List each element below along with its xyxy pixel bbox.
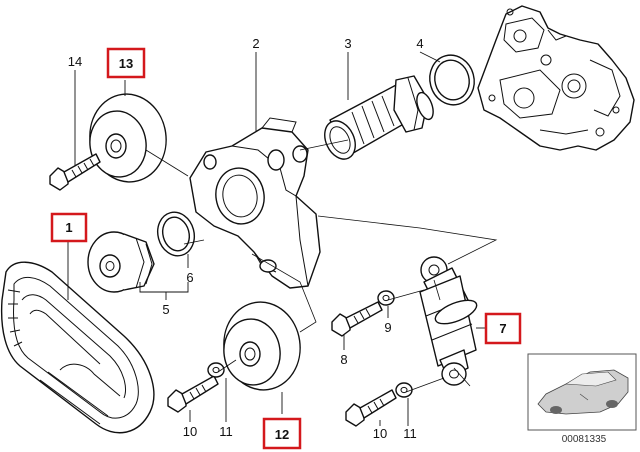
vehicle-thumbnail: 00081335 (527, 353, 637, 445)
part-13-pulley (89, 93, 167, 183)
label-10-right: 10 (373, 426, 387, 441)
assembly-lines (145, 139, 498, 393)
highlight-box-7 (484, 312, 522, 345)
label-6: 6 (186, 270, 193, 285)
part-7-tensioner (419, 256, 478, 386)
label-7: 7 (499, 321, 506, 336)
label-13: 13 (119, 56, 133, 71)
highlight-box-1 (50, 212, 88, 243)
label-8: 8 (340, 352, 347, 367)
reference-number: 00081335 (562, 434, 607, 445)
part-8-bolt (331, 301, 383, 337)
highlight-boxes (50, 47, 522, 450)
part-11-washer-left (207, 362, 225, 378)
highlight-box-13 (106, 47, 146, 79)
part-11-washer-right (395, 382, 413, 398)
label-9: 9 (384, 320, 391, 335)
engine-cover-drawing (477, 5, 635, 151)
part-14-bolt (49, 153, 101, 191)
part-5-pulley (87, 231, 155, 293)
label-5: 5 (162, 302, 169, 317)
label-10-left: 10 (183, 424, 197, 439)
part-6-seal (157, 211, 195, 257)
part-3-adapter (324, 75, 434, 160)
part-4-o-ring (429, 54, 475, 106)
label-14: 14 (68, 54, 82, 69)
part-10-bolt-right (345, 389, 397, 427)
label-11-right: 11 (403, 426, 417, 441)
leader-lines (67, 51, 486, 426)
label-3: 3 (344, 36, 351, 51)
label-12: 12 (275, 427, 289, 442)
part-2-bracket (189, 117, 321, 289)
label-11-left: 11 (219, 424, 233, 439)
part-12-pulley (223, 301, 301, 391)
part-10-bolt-left (167, 375, 219, 413)
label-2: 2 (252, 36, 259, 51)
label-1: 1 (65, 220, 72, 235)
part-9-washer (377, 290, 395, 306)
callout-labels: 14 13 2 3 4 1 6 5 8 9 7 10 11 12 10 11 (65, 36, 506, 442)
highlight-box-12 (262, 417, 302, 450)
part-1-belt (0, 261, 155, 434)
label-4: 4 (416, 36, 423, 51)
